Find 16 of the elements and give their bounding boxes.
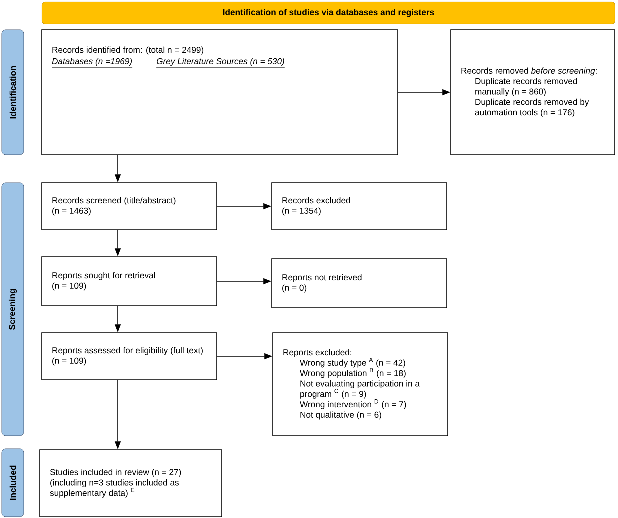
process-box: Records excluded (n = 1354) bbox=[272, 182, 448, 230]
process-box: Studies included in review (n = 27) (including n=3 studies included as supplementary data) $^{E}$ bbox=[40, 450, 222, 518]
process-box: Reports excluded: Wrong study type $^{A}$ (n = 42) Wrong population $^{B}$ (n = 18) Not evaluating participation in a program $^{C}$ (n = 9) Wrong intervention $^{D}$ (n = 7) Not qualitative (n = 6) bbox=[272, 332, 448, 436]
process-box: Reports sought for retrieval (n = 109) bbox=[42, 256, 218, 306]
process-box: Reports not retrieved (n = 0) bbox=[272, 258, 448, 308]
stage-band bbox=[2, 448, 24, 518]
process-box: Records screened (title/abstract) (n = 1463) bbox=[42, 182, 218, 230]
node-label: Included bbox=[10, 466, 16, 500]
process-box: Reports assessed for eligibility (full text) (n = 109) bbox=[42, 332, 218, 380]
process-box: Records removed before screening: Duplicate records removed manually (n = 860) Duplicate records removed by automation tools (n = 176) bbox=[450, 30, 616, 156]
process-box: Records identified from: (total n = 2499) Databases (n =1969) Grey Literature Sources (n = 530) bbox=[42, 30, 398, 156]
stage-band bbox=[2, 30, 24, 156]
stage-band bbox=[2, 182, 24, 436]
node-label: Screening bbox=[8, 289, 18, 330]
header-band: Identification of studies via databases and registers bbox=[42, 2, 616, 24]
node-label: Identification bbox=[10, 66, 16, 119]
